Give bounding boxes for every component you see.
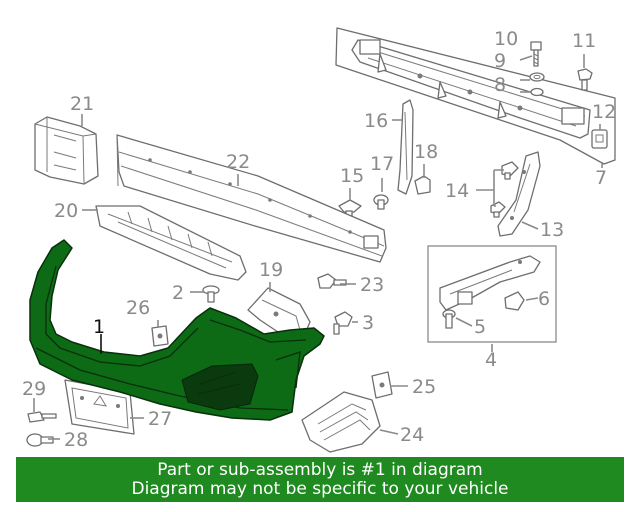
bolt-10[interactable] xyxy=(530,41,542,67)
bolt-3[interactable] xyxy=(333,311,353,335)
callout-4: 4 xyxy=(485,349,497,371)
callout-15: 15 xyxy=(340,165,364,187)
callout-26: 26 xyxy=(126,297,150,319)
energy-absorber-20[interactable] xyxy=(95,205,247,281)
callout-19: 19 xyxy=(259,259,283,281)
push-pin-28[interactable] xyxy=(26,433,54,447)
impact-absorber-21[interactable] xyxy=(34,116,99,185)
callout-18: 18 xyxy=(414,141,438,163)
clip-25[interactable] xyxy=(371,371,393,399)
info-banner: Part or sub-assembly is #1 in diagram Di… xyxy=(16,457,624,502)
bracket-16[interactable] xyxy=(397,99,414,195)
clip-12[interactable] xyxy=(591,129,608,149)
callout-16: 16 xyxy=(364,110,388,132)
retainer-15[interactable] xyxy=(338,199,362,219)
callout-10: 10 xyxy=(494,28,518,50)
leader-lines xyxy=(33,54,603,440)
bolt-23[interactable] xyxy=(317,273,347,289)
callout-20: 20 xyxy=(54,200,78,222)
callout-7: 7 xyxy=(595,167,607,189)
bolt-14-lower[interactable] xyxy=(490,201,506,218)
banner-line-1: Part or sub-assembly is #1 in diagram xyxy=(157,460,483,480)
nut-8[interactable] xyxy=(530,87,544,97)
screw-29[interactable] xyxy=(27,411,57,423)
callout-1: 1 xyxy=(93,316,105,338)
fog-lamp-grille-24[interactable] xyxy=(301,391,381,453)
callout-3: 3 xyxy=(362,312,374,334)
callout-17: 17 xyxy=(370,153,394,175)
callout-labels: 1 2 3 4 5 6 7 8 9 10 11 12 13 14 15 16 1… xyxy=(22,28,616,451)
bolt-14-upper[interactable] xyxy=(501,161,519,180)
bracket-13[interactable] xyxy=(497,151,541,237)
bolt-5[interactable] xyxy=(442,309,456,329)
callout-25: 25 xyxy=(412,376,436,398)
callout-28: 28 xyxy=(64,429,88,451)
bracket-assembly-4[interactable] xyxy=(439,255,541,311)
callout-12: 12 xyxy=(592,101,616,123)
callout-22: 22 xyxy=(226,151,250,173)
callout-8: 8 xyxy=(494,74,506,96)
callout-5: 5 xyxy=(474,316,486,338)
callout-14: 14 xyxy=(445,180,469,202)
callout-9: 9 xyxy=(494,50,506,72)
clip-18[interactable] xyxy=(414,175,431,195)
clip-26[interactable] xyxy=(151,325,169,347)
callout-6: 6 xyxy=(538,288,550,310)
callout-23: 23 xyxy=(360,274,384,296)
callout-2: 2 xyxy=(172,282,184,304)
callout-27: 27 xyxy=(148,408,172,430)
pin-2[interactable] xyxy=(202,285,220,303)
banner-line-2: Diagram may not be specific to your vehi… xyxy=(131,479,509,499)
clip-6[interactable] xyxy=(504,291,525,311)
bumper-reinforcement-22[interactable] xyxy=(116,134,387,263)
screw-17[interactable] xyxy=(373,194,389,210)
bumper-cover-1[interactable] xyxy=(29,239,325,421)
callout-29: 29 xyxy=(22,378,46,400)
callout-24: 24 xyxy=(400,424,424,446)
callout-11: 11 xyxy=(572,30,596,52)
bracket-assembly-4-box xyxy=(427,245,557,343)
upper-support-panel[interactable] xyxy=(335,27,616,165)
bolt-11[interactable] xyxy=(577,68,593,91)
callout-21: 21 xyxy=(70,93,94,115)
callout-13: 13 xyxy=(540,219,564,241)
washer-9[interactable] xyxy=(529,72,545,82)
